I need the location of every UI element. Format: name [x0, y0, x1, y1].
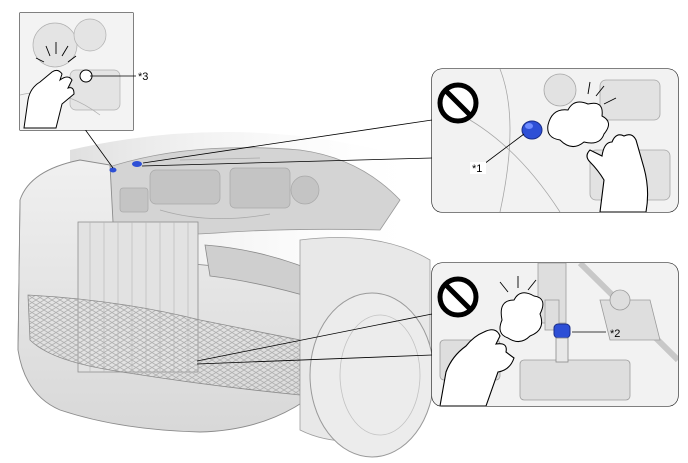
reservoir-cap-marker-b [132, 161, 142, 167]
reservoir-cap-marker-a [109, 167, 117, 173]
splash-cloud-top [547, 101, 609, 147]
prohibition-icon [437, 82, 479, 124]
reservoir-cap-top [521, 120, 543, 140]
splash-cloud-bottom [499, 292, 544, 342]
hand-icon-bottom [439, 329, 515, 406]
vehicle-front [17, 132, 435, 458]
hand-icon-top [586, 134, 649, 212]
callout-3: *3 [138, 71, 148, 83]
callout-1: *1 [472, 163, 482, 175]
callout-2: *2 [610, 328, 620, 340]
inset-top: *1 [431, 68, 679, 213]
reservoir-cap-bottom [553, 323, 571, 339]
engine-components [119, 157, 320, 219]
leader-lines [83, 119, 433, 365]
splash-icon [35, 42, 77, 63]
prohibition-icon-2 [437, 276, 479, 318]
inset-bottom: *2 [431, 262, 679, 407]
inset-cap-removal [19, 12, 134, 131]
hand-icon [23, 69, 75, 129]
